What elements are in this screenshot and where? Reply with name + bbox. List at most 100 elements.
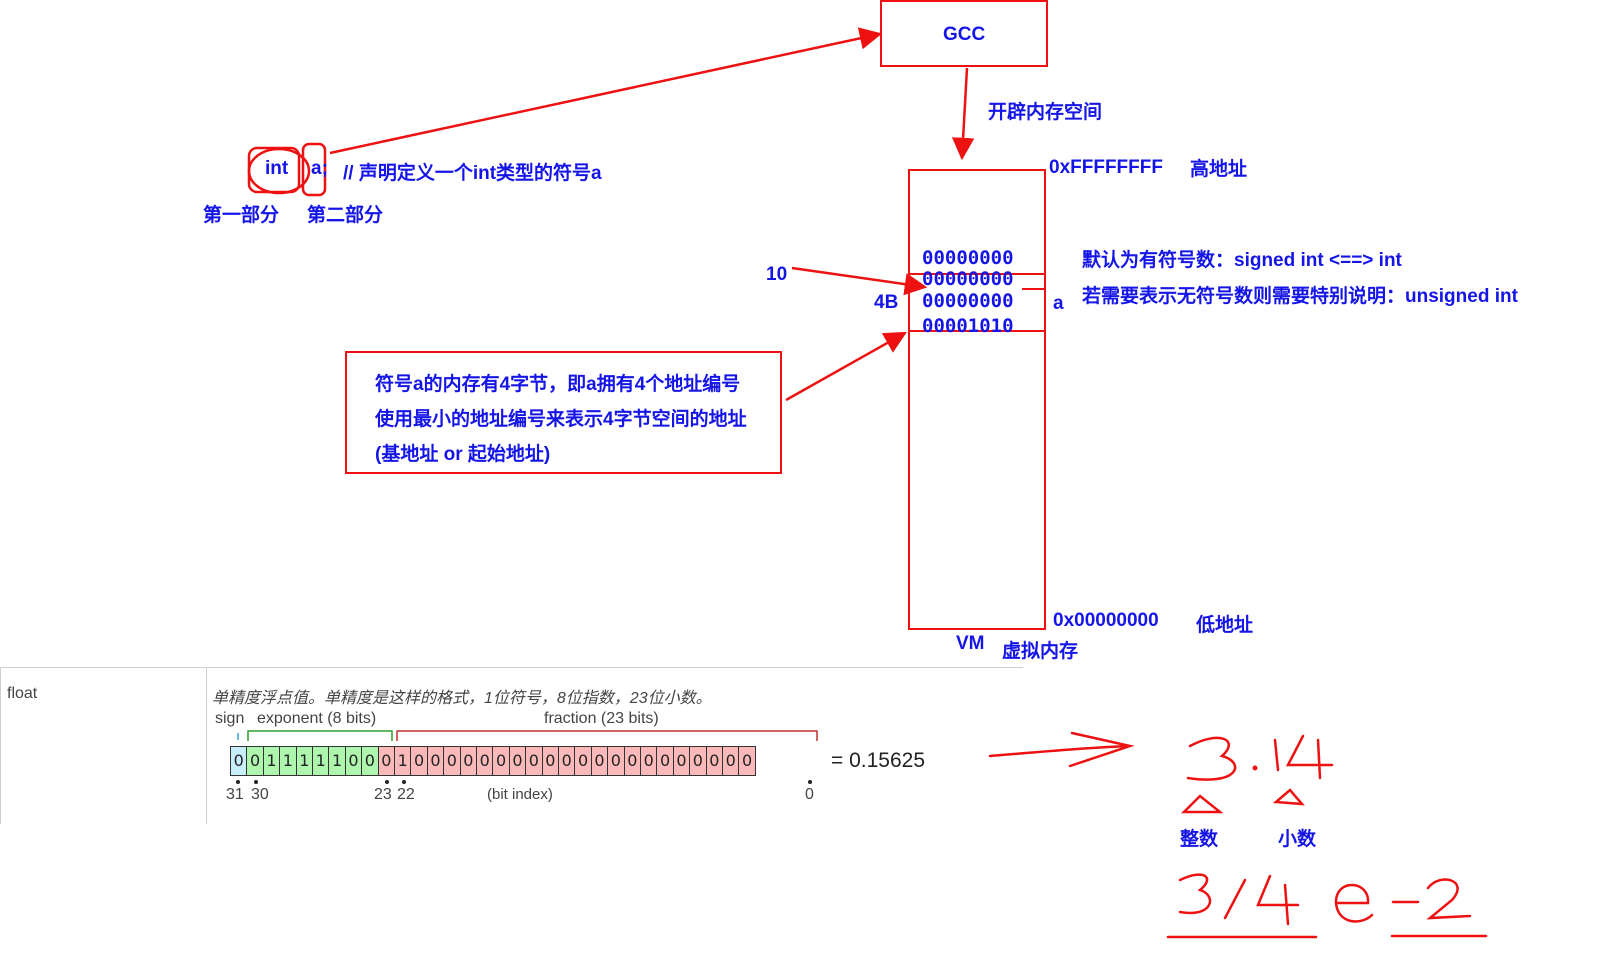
bit-cell: 1	[394, 746, 412, 776]
hand-sci-3	[1178, 873, 1212, 915]
code-var-word: a;	[311, 158, 328, 179]
hand-sci-2	[1426, 878, 1472, 920]
hand-arrow	[988, 731, 1135, 768]
byte-0: 00000000	[922, 247, 1014, 269]
hand-one	[1273, 738, 1280, 772]
bit-cell: 1	[279, 746, 297, 776]
gcc-to-memory-arrow	[951, 67, 975, 161]
bit-cell: 0	[459, 746, 477, 776]
bit-cell: 0	[377, 746, 395, 776]
index-23: 23	[374, 786, 392, 803]
index-30: 30	[251, 786, 269, 803]
bit-cell: 0	[558, 746, 576, 776]
note-box: 符号a的内存有4字节，即a拥有4个地址编号 使用最小的地址编号来表示4字节空间的…	[345, 351, 782, 474]
fraction-part-label: 小数	[1278, 829, 1317, 850]
bit-cell: 0	[705, 746, 723, 776]
fraction-label: fraction (23 bits)	[544, 710, 659, 727]
index-dot-31	[236, 780, 240, 784]
low-address: 0x00000000	[1053, 610, 1159, 631]
bit-cell: 0	[230, 746, 248, 776]
high-address-label: 高地址	[1190, 159, 1248, 180]
float-table	[0, 667, 1023, 824]
size-label: 4B	[874, 292, 899, 313]
byte-2: 00000000	[922, 290, 1014, 312]
part-one-label: 第一部分	[203, 205, 280, 226]
index-22: 22	[397, 786, 415, 803]
bit-cell: 0	[508, 746, 527, 776]
bit-cell: 0	[410, 746, 428, 776]
bit-cell: 0	[246, 746, 264, 776]
bit-cell: 0	[476, 746, 494, 776]
bit-cell: 0	[525, 746, 543, 776]
part-two-label: 第二部分	[307, 205, 384, 226]
hand-dot	[1252, 765, 1258, 771]
code-type-word: int	[265, 158, 289, 179]
index-dot-0	[808, 780, 812, 784]
hand-sci-1	[1223, 878, 1247, 920]
hand-four	[1285, 734, 1334, 780]
index-dot-23	[385, 780, 389, 784]
note-line-3: (基地址 or 起始地址)	[375, 444, 551, 465]
note-to-memory-arrow	[785, 331, 907, 402]
index-31: 31	[226, 786, 244, 803]
float-type-name: float	[7, 685, 38, 702]
value-arrow	[791, 266, 928, 296]
alloc-label: 开辟内存空间	[988, 102, 1103, 123]
memory-box	[908, 169, 1046, 630]
index-0: 0	[805, 786, 814, 803]
bit-cell: 0	[590, 746, 609, 776]
integer-marker	[1180, 794, 1224, 814]
bit-cell: 0	[689, 746, 707, 776]
unsigned-note: 若需要表示无符号数则需要特别说明：unsigned int	[1082, 286, 1518, 307]
bit-cell: 1	[328, 746, 346, 776]
bit-cell: 0	[623, 746, 641, 776]
var-label: a	[1053, 293, 1064, 314]
bit-cell: 1	[262, 746, 281, 776]
bit-cell: 0	[344, 746, 363, 776]
hand-three	[1186, 736, 1237, 781]
hand-sci-e	[1334, 883, 1374, 923]
bit-cell: 0	[492, 746, 510, 776]
bit-cell: 0	[640, 746, 658, 776]
integer-label: 整数	[1180, 829, 1219, 850]
gcc-box: GCC	[880, 0, 1048, 67]
bit-cell: 0	[541, 746, 559, 776]
bit-cell: 1	[295, 746, 313, 776]
sign-label: sign	[215, 710, 245, 727]
fraction-marker	[1272, 788, 1305, 806]
bit-index-label: (bit index)	[487, 786, 553, 803]
bit-cell: 0	[443, 746, 461, 776]
code-comment: // 声明定义一个int类型的符号a	[343, 163, 602, 184]
value-label: 10	[766, 264, 788, 285]
hand-sci-4	[1256, 874, 1300, 926]
index-dot-22	[402, 780, 406, 784]
bit-cell: 0	[426, 746, 445, 776]
exponent-label: exponent (8 bits)	[257, 710, 377, 727]
byte-1: 00000000	[922, 268, 1014, 290]
low-address-label: 低地址	[1196, 615, 1254, 636]
bit-cell: 1	[312, 746, 330, 776]
note-line-1: 符号a的内存有4字节，即a拥有4个地址编号	[375, 374, 741, 395]
high-address: 0xFFFFFFFF	[1049, 157, 1163, 178]
gcc-label: GCC	[943, 24, 986, 45]
bit-cell: 0	[574, 746, 592, 776]
code-to-gcc-arrow	[329, 27, 883, 155]
note-line-2: 使用最小的地址编号来表示4字节空间的地址	[375, 409, 747, 430]
bit-cell: 0	[656, 746, 674, 776]
bit-cell: 0	[607, 746, 625, 776]
vm-cn-label: 虚拟内存	[1002, 641, 1079, 662]
vm-label: VM	[956, 633, 985, 654]
signed-note: 默认为有符号数：signed int <==> int	[1082, 250, 1402, 271]
bit-cell: 0	[361, 746, 379, 776]
index-dot-30	[254, 780, 258, 784]
exponent-bracket	[247, 730, 393, 741]
bit-cell: 0	[738, 746, 756, 776]
int-rounded-box	[247, 146, 301, 194]
byte-3: 00001010	[922, 315, 1014, 337]
fraction-bracket	[396, 730, 818, 741]
float-description: 单精度浮点值。单精度是这样的格式，1位符号，8位指数，23位小数。	[212, 690, 712, 707]
table-divider	[206, 668, 207, 824]
a-rounded-box	[301, 142, 327, 197]
float-equals: = 0.15625	[831, 749, 926, 772]
